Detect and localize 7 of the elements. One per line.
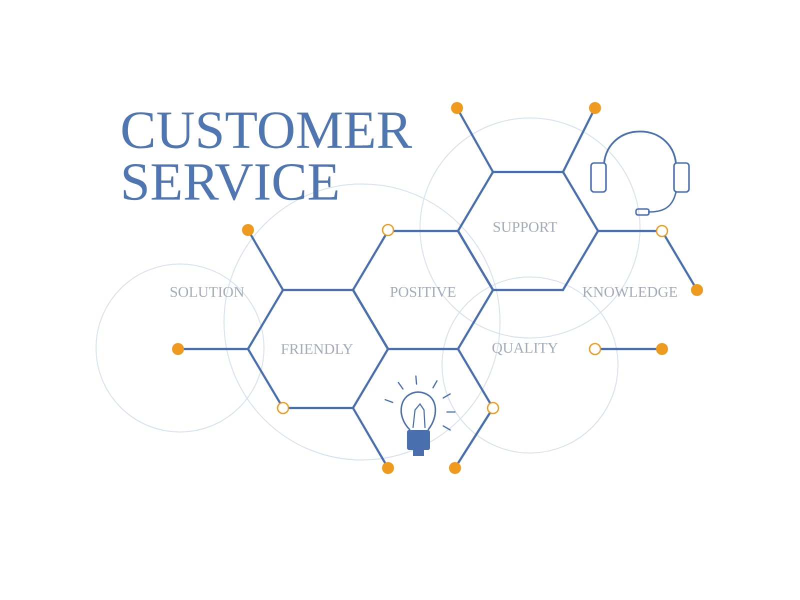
hexagon-label: KNOWLEDGE [582,286,677,298]
title: CUSTOMER SERVICE [122,112,412,200]
hexagon-label: QUALITY [492,342,558,356]
hexagon-label: POSITIVE [390,286,456,298]
hexagon-label: FRIENDLY [281,344,353,354]
hexagon-label: SOLUTION [170,286,244,297]
hexagon-label: SUPPORT [494,222,558,232]
